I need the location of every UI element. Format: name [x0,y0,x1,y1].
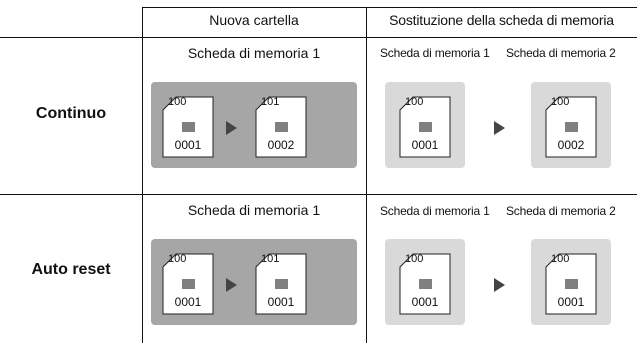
folder-number: 100 [405,253,424,265]
memory-card-icon [545,253,597,315]
folder-number: 100 [168,96,187,108]
mid-column-border [366,7,367,343]
memory-card: 100 0001 [545,253,597,315]
folder-number: 100 [551,253,570,265]
table-top-border [142,7,637,8]
memory-card: 101 0001 [255,253,307,315]
folder-number: 100 [405,96,424,108]
header-new-folder: Nuova cartella [209,12,299,28]
memory-card-icon [399,253,451,315]
memory-card-icon [255,96,307,158]
folder-number: 101 [261,96,280,108]
memory-card-icon [162,253,214,315]
row-label-continuo: Continuo [35,105,107,122]
memory-card: 100 0001 [162,96,214,158]
memory-card-label: Scheda di memoria 1 [187,202,321,218]
memory-card-label: Scheda di memoria 1 [380,204,490,218]
arrow-right-icon [226,278,237,292]
arrow-right-icon [226,121,237,135]
file-number: 0001 [411,138,439,152]
folder-number: 100 [551,96,570,108]
file-number: 0001 [174,138,202,152]
file-number: 0001 [411,295,439,309]
header-divider [0,37,637,38]
memory-card: 100 0001 [399,253,451,315]
memory-card-icon [255,253,307,315]
label-column-border [142,7,143,343]
file-number: 0001 [174,295,202,309]
memory-card: 100 0001 [399,96,451,158]
memory-card: 100 0001 [162,253,214,315]
memory-card-label: Scheda di memoria 1 [187,45,321,61]
memory-card: 101 0002 [255,96,307,158]
file-number: 0002 [557,138,585,152]
memory-card: 100 0002 [545,96,597,158]
row-divider [0,194,637,195]
arrow-right-icon [494,278,505,292]
row-label-auto-reset: Auto reset [31,261,111,278]
memory-card-label: Scheda di memoria 2 [506,46,616,60]
memory-card-icon [162,96,214,158]
file-number: 0001 [267,295,295,309]
memory-card-label: Scheda di memoria 1 [380,46,490,60]
arrow-right-icon [494,121,505,135]
header-card-replacement: Sostituzione della scheda di memoria [389,12,614,28]
file-number: 0002 [267,138,295,152]
memory-card-icon [545,96,597,158]
memory-card-label: Scheda di memoria 2 [506,204,616,218]
file-number: 0001 [557,295,585,309]
memory-card-icon [399,96,451,158]
folder-number: 100 [168,253,187,265]
folder-number: 101 [261,253,280,265]
